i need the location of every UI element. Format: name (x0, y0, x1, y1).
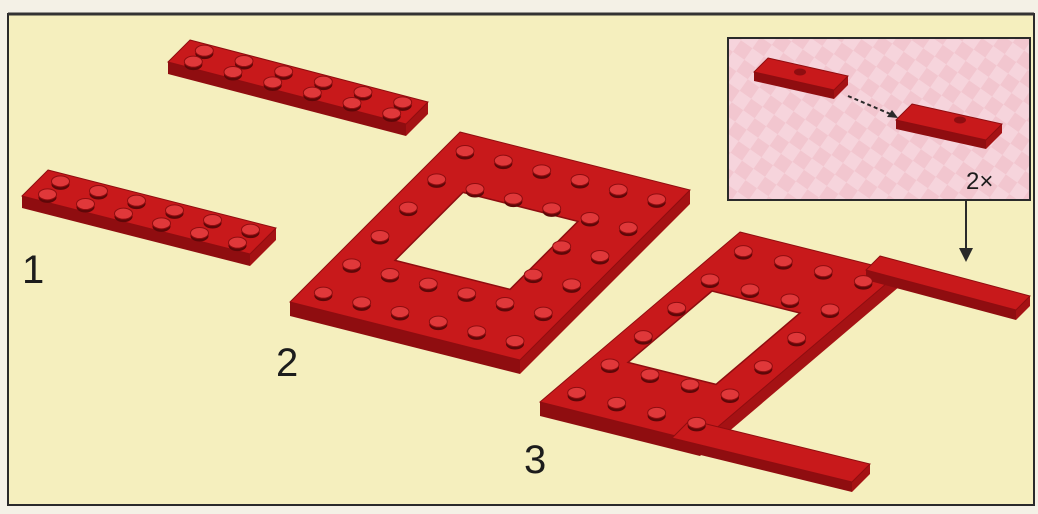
stud (468, 326, 486, 337)
step-number-1: 1 (22, 250, 44, 290)
stud (419, 278, 437, 289)
stud (399, 202, 417, 213)
stud (721, 389, 739, 400)
stud (314, 76, 332, 87)
stud (275, 66, 293, 77)
stud (781, 294, 799, 305)
stud (788, 332, 806, 343)
stud (235, 56, 253, 67)
stud (191, 228, 209, 239)
stud (533, 165, 551, 176)
stud (184, 56, 202, 67)
stud (229, 237, 247, 248)
stud (553, 241, 571, 252)
stud (242, 224, 260, 235)
stud (466, 184, 484, 195)
step-number-3: 3 (524, 440, 546, 480)
stud (166, 205, 184, 216)
stud (821, 304, 839, 315)
stud (458, 288, 476, 299)
stud (353, 297, 371, 308)
stud (494, 155, 512, 166)
stud (224, 67, 242, 78)
stud (429, 316, 447, 327)
stud (954, 117, 966, 124)
stud (90, 186, 108, 197)
stud (394, 97, 412, 108)
stud (371, 231, 389, 242)
stud (634, 331, 652, 342)
stud (619, 222, 637, 233)
callout-quantity: 2× (966, 170, 993, 194)
stud (648, 407, 666, 418)
stud (794, 69, 806, 76)
stud (581, 213, 599, 224)
stud (571, 175, 589, 186)
stud (195, 45, 213, 56)
stud (506, 336, 524, 347)
stud (741, 284, 759, 295)
stud (504, 193, 522, 204)
stud (641, 369, 659, 380)
stud (701, 274, 719, 285)
stud (354, 87, 372, 98)
stud (681, 379, 699, 390)
stud (383, 108, 401, 119)
stud (153, 218, 171, 229)
stud (314, 287, 332, 298)
stud (534, 307, 552, 318)
stud (128, 195, 146, 206)
stud (568, 387, 586, 398)
stud (204, 215, 222, 226)
stud (814, 266, 832, 277)
stud (391, 307, 409, 318)
stud (543, 203, 561, 214)
stud (734, 246, 752, 257)
stud (115, 208, 133, 219)
stud (601, 359, 619, 370)
stud (496, 298, 514, 309)
stud (524, 269, 542, 280)
stud (39, 189, 57, 200)
stud (609, 184, 627, 195)
stud (688, 417, 706, 428)
stud (854, 276, 872, 287)
stud (77, 199, 95, 210)
step-number-2: 2 (276, 343, 298, 383)
stud (754, 361, 772, 372)
stud (428, 174, 446, 185)
stud (563, 279, 581, 290)
stud (343, 98, 361, 109)
stud (591, 251, 609, 262)
stud (343, 259, 361, 270)
stud (303, 87, 321, 98)
stud (52, 176, 70, 187)
stud (381, 269, 399, 280)
stud (608, 397, 626, 408)
stud (264, 77, 282, 88)
stud (648, 194, 666, 205)
stud (668, 302, 686, 313)
stud (456, 146, 474, 157)
stud (774, 256, 792, 267)
